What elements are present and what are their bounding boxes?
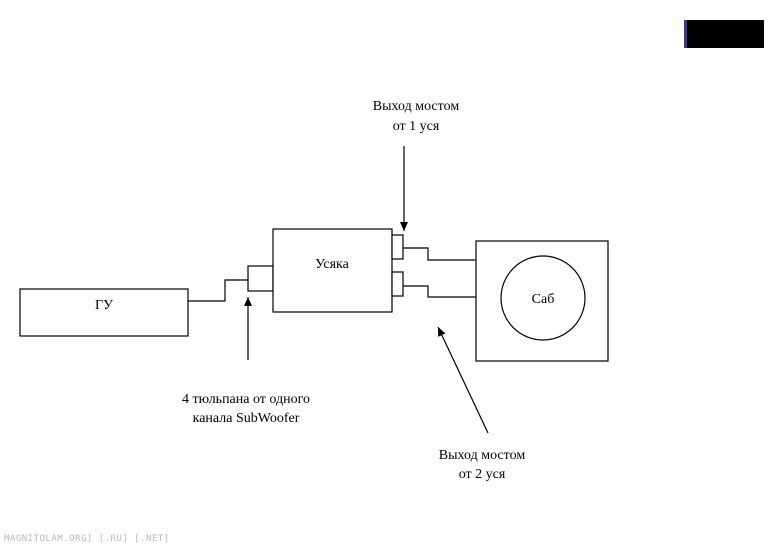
bridge-out-1-line2: от 1 уся [393, 119, 440, 134]
subwoofer-box: Саб [475, 240, 609, 362]
arrow-bridge-out-2 [437, 326, 489, 434]
amp-output-connector-1 [391, 234, 404, 260]
bridge-out-1-line1: Выход мостом [373, 99, 460, 114]
subwoofer-label: Саб [532, 292, 555, 307]
rca-note-line2: канала SubWoofer [193, 411, 300, 426]
speaker-cone [500, 255, 586, 341]
amplifier-box: Усяка [272, 228, 393, 313]
head-unit-label: ГУ [95, 298, 113, 313]
head-unit-box: ГУ [19, 288, 189, 337]
amp-output-connector-2 [391, 271, 404, 297]
amplifier-label: Усяка [315, 257, 349, 272]
bridge-out-2-line2: от 2 уся [459, 467, 506, 482]
amp-input-connector [247, 265, 274, 292]
watermark: MAGNITOLAM.ORG] [.RU] [.NET] [4, 534, 170, 544]
bridge-out-2-line1: Выход мостом [439, 448, 526, 463]
bridge-wire-2 [403, 285, 476, 298]
rca-note-line1: 4 тюльпана от одного [182, 392, 310, 407]
corner-block [684, 20, 764, 48]
bridge-wire-1 [403, 247, 476, 261]
rca-wire [188, 279, 248, 302]
